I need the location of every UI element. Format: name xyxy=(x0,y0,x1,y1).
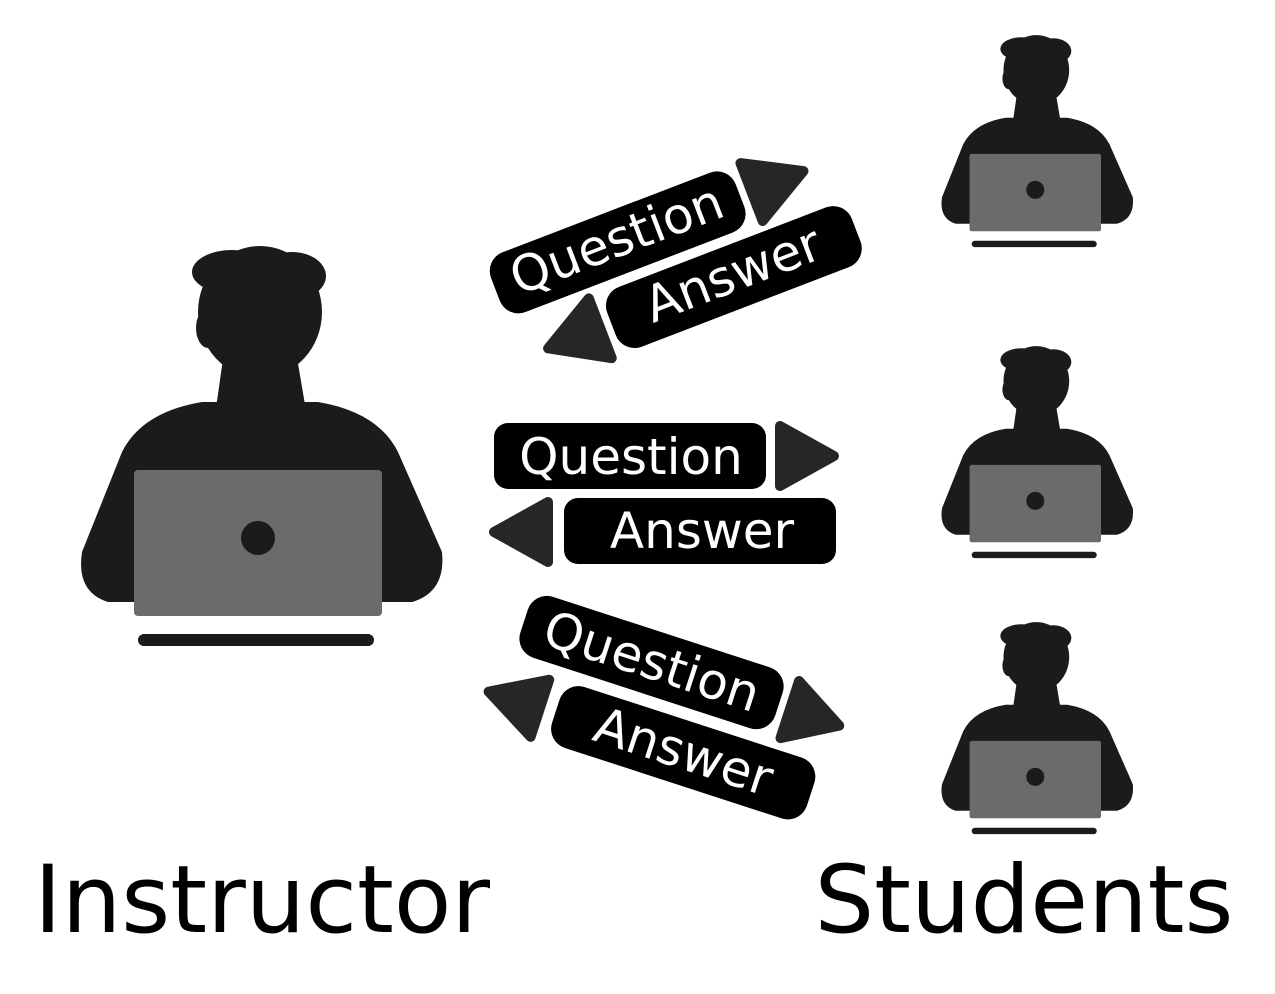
exchange-2: Question Answer xyxy=(489,421,839,567)
answer-pill xyxy=(564,498,836,564)
arrow-left-icon xyxy=(543,293,617,364)
arrow-left-icon xyxy=(483,674,555,742)
arrow-right-icon xyxy=(735,158,809,226)
student-icon xyxy=(941,346,1134,559)
question-pill xyxy=(489,171,746,314)
arrow-right-icon xyxy=(775,676,845,744)
question-pill xyxy=(494,423,766,489)
students-label: Students xyxy=(814,846,1233,955)
answer-pill xyxy=(551,686,816,820)
answer-pill xyxy=(605,206,862,349)
question-pill xyxy=(519,595,784,730)
question-label: Question xyxy=(519,428,743,486)
instructor-icon xyxy=(81,246,443,646)
answer-label: Answer xyxy=(610,502,795,560)
exchange-1: Question Answer xyxy=(489,158,862,364)
arrow-right-icon xyxy=(775,421,839,491)
student-icon xyxy=(941,622,1134,835)
arrow-left-icon xyxy=(489,497,553,567)
instructor-label: Instructor xyxy=(34,846,490,955)
exchange-3: Question Answer xyxy=(483,595,845,820)
student-icon xyxy=(941,35,1134,248)
